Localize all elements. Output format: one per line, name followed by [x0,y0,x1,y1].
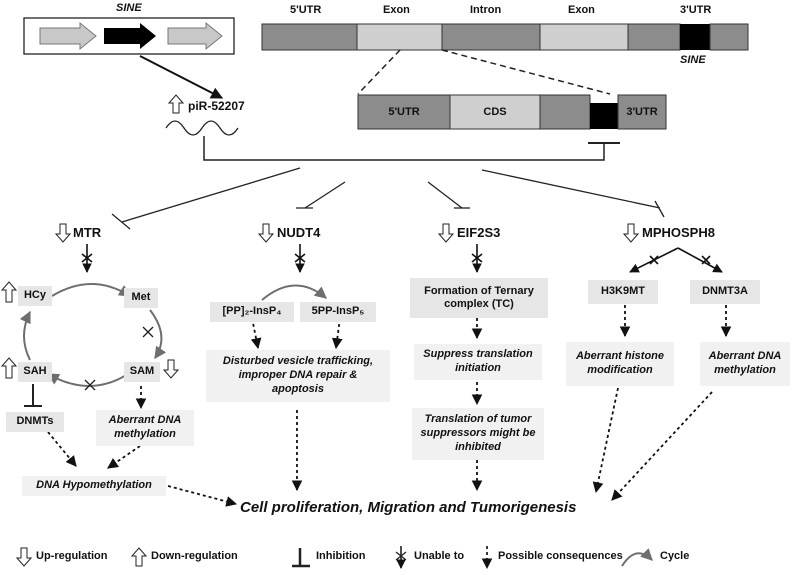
note-line: initiation [455,362,501,374]
target-nudt4: NUDT4 [277,225,321,240]
gene-sine-label: SINE [680,54,706,66]
mrna-cds-label: CDS [483,106,507,118]
target-mphosph8: MPHOSPH8 [642,225,715,240]
node-5pp-insp5: 5PP-InsP₅ [300,302,376,322]
node-dnmt3a: DNMT3A [690,280,760,304]
mrna-structure [357,94,667,130]
note-line: Aberrant DNA [108,414,182,427]
legend-inhibition: Inhibition [316,550,366,562]
note-line: Aberrant histone [575,350,664,363]
pirna-label: piR-52207 [188,99,245,113]
note-line: suppressors might be [420,427,536,440]
mphosph8-split-arrows [629,247,723,273]
note-line: methylation [714,364,776,376]
mrna-utr3-label: 3'UTR [626,106,658,118]
note-line: Translation of tumor [424,413,532,426]
note-line: improper DNA repair & [238,369,358,382]
legend-glyphs [15,546,653,570]
note-disturbed-vesicle: Disturbed vesicle trafficking, improper … [206,350,390,402]
branch-inhibitions [111,167,665,230]
legend-up: Up-regulation [36,550,108,562]
zoom-line-right [441,49,611,95]
node-met: Met [124,288,158,308]
sine-label: SINE [116,2,142,14]
unable-to-arrows [81,244,483,273]
zoom-line-left [357,49,401,95]
note-aberrant-dna-methylation-mphosph8: Aberrant DNA methylation [700,342,790,386]
pirna-wave [165,120,239,136]
gene-utr3-label: 3'UTR [680,4,712,16]
node-sah: SAH [18,362,52,382]
sine-element [23,17,235,55]
gene-intron-label: Intron [470,4,502,16]
mtr-regulation-arrows [0,281,180,379]
legend-down: Down-regulation [151,550,238,562]
node-ternary-complex: Formation of Ternary complex (TC) [410,278,548,318]
target-eif2s3: EIF2S3 [457,225,501,240]
note-line: methylation [114,428,176,440]
note-line: apoptosis [272,382,324,395]
gene-exon1-label: Exon [383,4,410,16]
mrna-utr5-label: 5'UTR [388,106,420,118]
note-line: inhibited [455,440,501,453]
note-aberrant-dna-methylation-mtr: Aberrant DNA methylation [96,410,194,446]
note-aberrant-histone: Aberrant histone modification [566,342,674,386]
legend-unable: Unable to [414,550,465,562]
legend-possible: Possible consequences [498,550,623,562]
outcome-label: Cell proliferation, Migration and Tumori… [240,499,577,516]
node-hcy: HCy [18,286,52,306]
down-regulation-arrows [54,223,640,243]
methionine-cycle [19,283,167,391]
note-line: Suppress translation [423,348,533,361]
nudt4-conversion-arc [261,284,327,301]
sine-to-pirna-arrow [139,55,224,99]
gene-utr5-label: 5'UTR [290,4,322,16]
node-line: complex (TC) [444,298,514,310]
gene-exon2-label: Exon [568,4,595,16]
node-sam: SAM [124,362,160,382]
sah-inhibits-dnmts [24,384,42,407]
note-line: modification [587,364,653,376]
possible-consequence-arrows [47,305,732,507]
up-arrow-pirna [167,94,185,114]
note-line: Disturbed vesicle trafficking, [222,355,374,368]
note-tumor-suppressors: Translation of tumor suppressors might b… [412,408,544,460]
node-dnmts: DNMTs [6,412,64,432]
note-dna-hypomethylation: DNA Hypomethylation [22,476,166,496]
legend-cycle: Cycle [660,550,690,562]
node-line: Formation of Ternary [424,284,534,297]
node-h3k9mt: H3K9MT [588,280,658,304]
node-pp2-insp4: [PP]₂-InsP₄ [210,302,294,322]
note-suppress-translation: Suppress translation initiation [414,344,542,380]
target-mtr: MTR [73,225,102,240]
note-line: Aberrant DNA [708,350,782,363]
gene-structure [261,23,749,51]
pirna-inhibits-utr [203,136,605,161]
